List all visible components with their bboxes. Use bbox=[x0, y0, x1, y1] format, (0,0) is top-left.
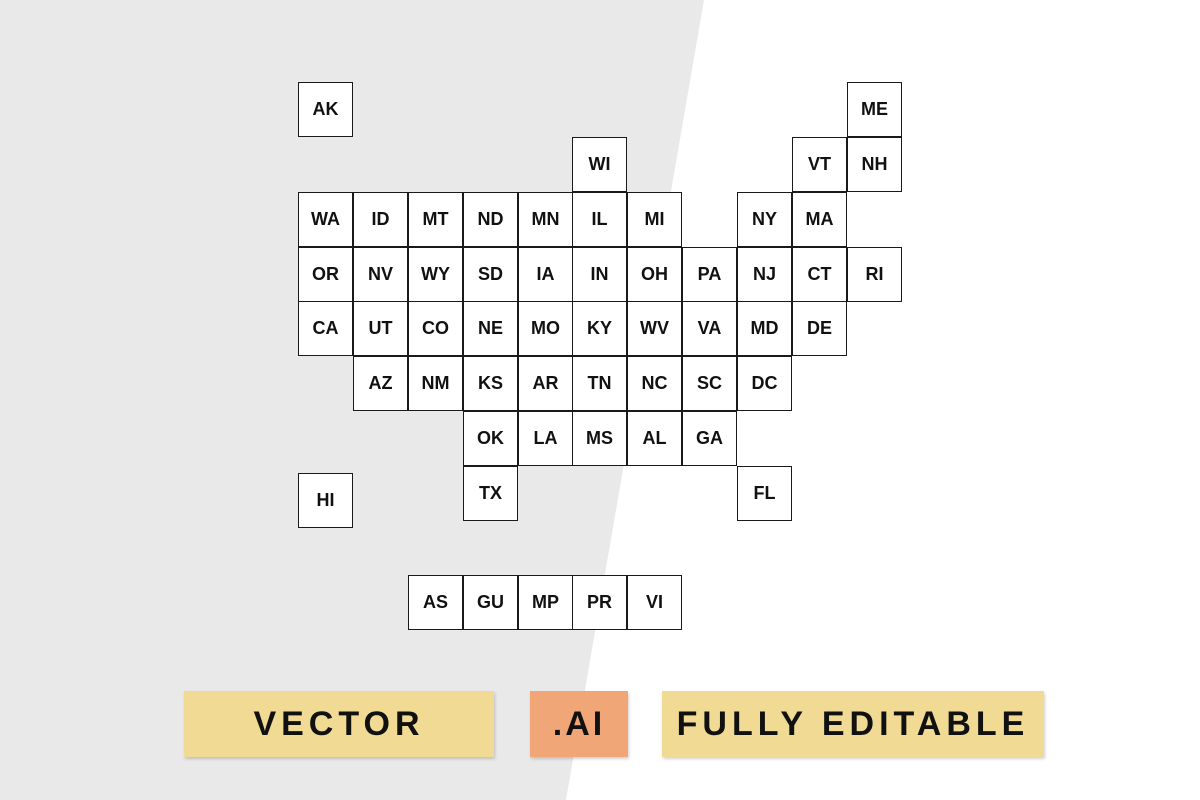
state-tile-ca: CA bbox=[298, 301, 353, 356]
state-tile-id: ID bbox=[353, 192, 408, 247]
state-tile-ar: AR bbox=[518, 356, 573, 411]
state-tile-ct: CT bbox=[792, 247, 847, 302]
territory-tile-as: AS bbox=[408, 575, 463, 630]
fully-editable-badge: FULLY EDITABLE bbox=[662, 691, 1044, 757]
state-tile-az: AZ bbox=[353, 356, 408, 411]
state-tile-il: IL bbox=[572, 192, 627, 247]
state-tile-vt: VT bbox=[792, 137, 847, 192]
vector-badge: VECTOR bbox=[184, 691, 494, 757]
state-tile-wa: WA bbox=[298, 192, 353, 247]
territory-tile-mp: MP bbox=[518, 575, 573, 630]
state-tile-ky: KY bbox=[572, 301, 627, 356]
state-tile-nc: NC bbox=[627, 356, 682, 411]
state-tile-mi: MI bbox=[627, 192, 682, 247]
state-tile-ga: GA bbox=[682, 411, 737, 466]
state-tile-md: MD bbox=[737, 301, 792, 356]
state-tile-hi: HI bbox=[298, 473, 353, 528]
state-tile-tn: TN bbox=[572, 356, 627, 411]
state-tile-oh: OH bbox=[627, 247, 682, 302]
state-tile-nh: NH bbox=[847, 137, 902, 192]
territory-tile-gu: GU bbox=[463, 575, 518, 630]
state-tile-ms: MS bbox=[572, 411, 627, 466]
state-tile-fl: FL bbox=[737, 466, 792, 521]
state-tile-ma: MA bbox=[792, 192, 847, 247]
ai-format-badge: .AI bbox=[530, 691, 628, 757]
state-tile-mo: MO bbox=[518, 301, 573, 356]
state-tile-dc: DC bbox=[737, 356, 792, 411]
state-tile-in: IN bbox=[572, 247, 627, 302]
territory-tile-pr: PR bbox=[572, 575, 627, 630]
state-tile-ny: NY bbox=[737, 192, 792, 247]
state-tile-or: OR bbox=[298, 247, 353, 302]
state-tile-ok: OK bbox=[463, 411, 518, 466]
state-tile-ak: AK bbox=[298, 82, 353, 137]
state-tile-al: AL bbox=[627, 411, 682, 466]
state-tile-ut: UT bbox=[353, 301, 408, 356]
state-tile-de: DE bbox=[792, 301, 847, 356]
state-tile-ks: KS bbox=[463, 356, 518, 411]
territory-tile-vi: VI bbox=[627, 575, 682, 630]
state-tile-ri: RI bbox=[847, 247, 902, 302]
state-tile-va: VA bbox=[682, 301, 737, 356]
state-tile-co: CO bbox=[408, 301, 463, 356]
state-tile-wv: WV bbox=[627, 301, 682, 356]
state-tile-nj: NJ bbox=[737, 247, 792, 302]
state-tile-sc: SC bbox=[682, 356, 737, 411]
state-tile-sd: SD bbox=[463, 247, 518, 302]
state-tile-nv: NV bbox=[353, 247, 408, 302]
state-tile-me: ME bbox=[847, 82, 902, 137]
state-tile-nd: ND bbox=[463, 192, 518, 247]
state-tile-wy: WY bbox=[408, 247, 463, 302]
state-tile-mt: MT bbox=[408, 192, 463, 247]
state-tile-ne: NE bbox=[463, 301, 518, 356]
state-tile-wi: WI bbox=[572, 137, 627, 192]
state-tile-ia: IA bbox=[518, 247, 573, 302]
state-tile-la: LA bbox=[518, 411, 573, 466]
state-tile-mn: MN bbox=[518, 192, 573, 247]
state-tile-tx: TX bbox=[463, 466, 518, 521]
state-tile-pa: PA bbox=[682, 247, 737, 302]
state-tile-nm: NM bbox=[408, 356, 463, 411]
